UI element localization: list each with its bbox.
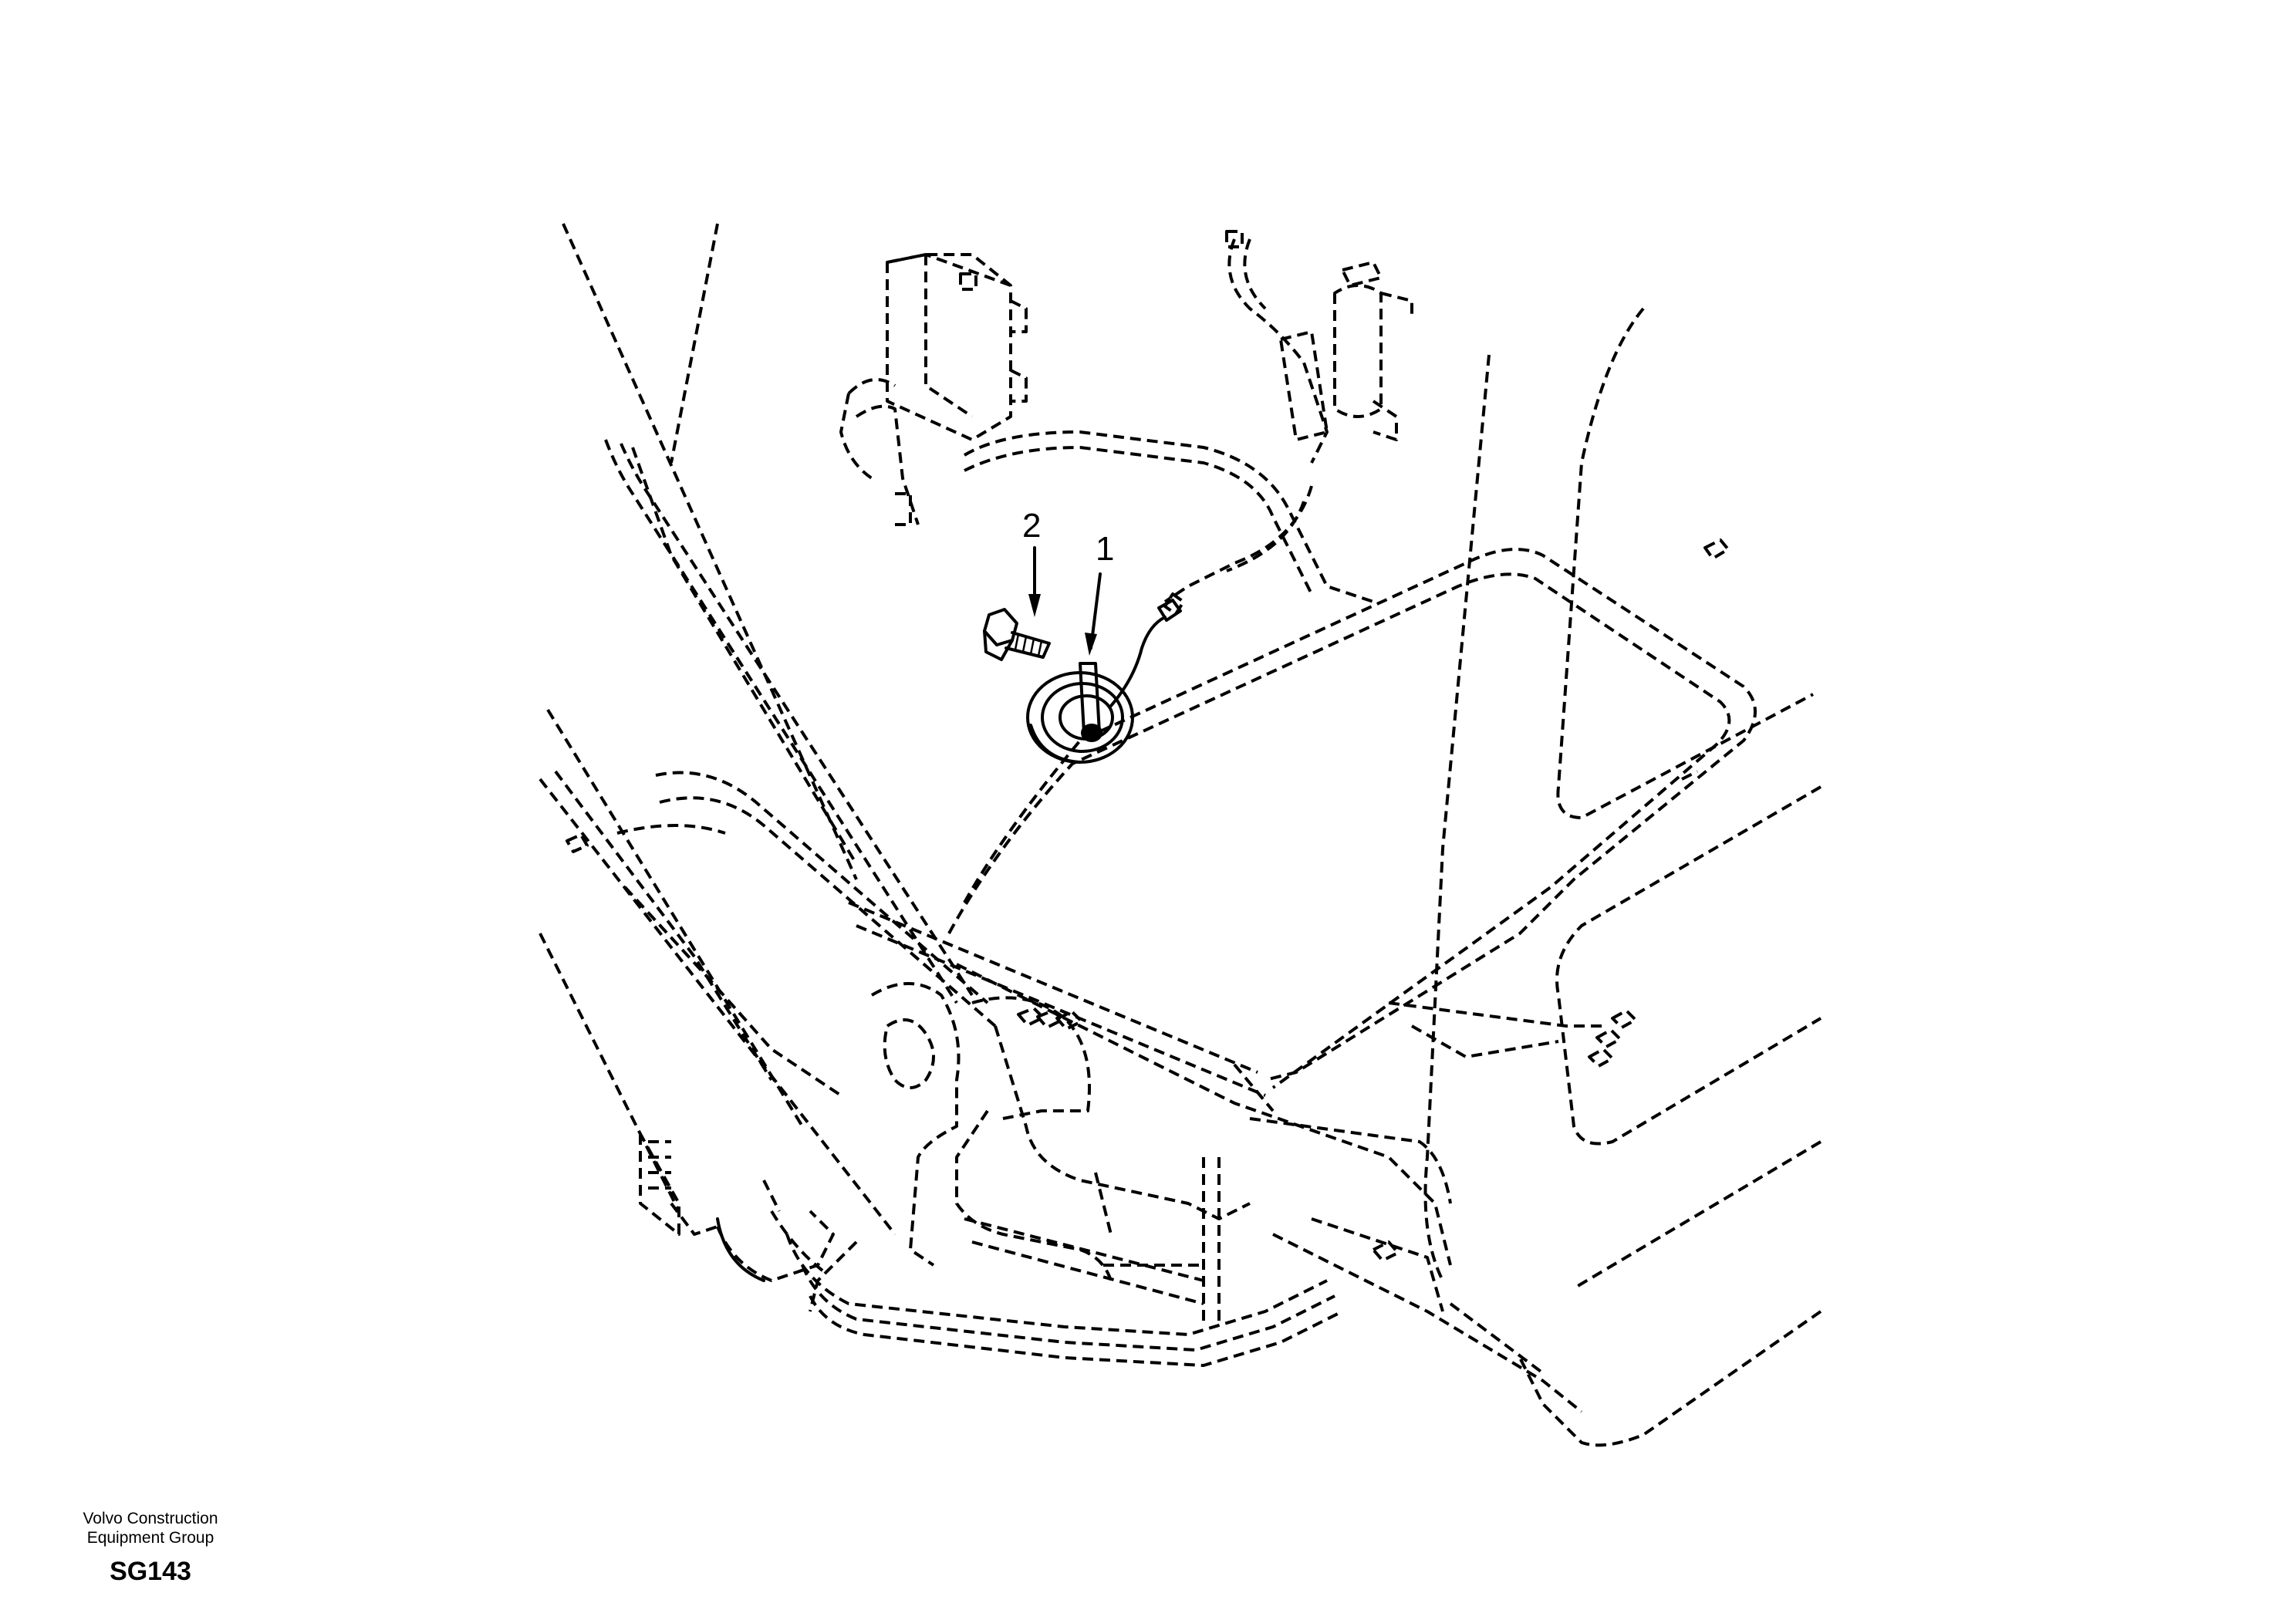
arrow-down-icon: [1028, 546, 1041, 617]
frame-outline: [1388, 307, 1822, 1447]
cylinder-base: [639, 1132, 835, 1282]
organization-name-line2: Equipment Group: [86, 1529, 214, 1547]
horn-icon: [1026, 599, 1182, 764]
relay-box: [839, 253, 1028, 526]
footer: Volvo Construction Equipment Group SG143: [46, 1509, 255, 1587]
callout-label-2: 2: [1022, 507, 1042, 545]
hose-routing: [848, 548, 1757, 1413]
arrow-down-icon: [1085, 572, 1102, 656]
organization-name-line1: Volvo Construction: [83, 1510, 218, 1527]
diagram-code: SG143: [110, 1557, 191, 1586]
screw-icon: [983, 608, 1051, 661]
accumulator: [1225, 230, 1413, 441]
callout-label-1: 1: [1096, 530, 1115, 568]
swing-frame: [770, 982, 1343, 1367]
horn-wiring: [963, 238, 1374, 616]
harness-connectors: [566, 538, 1730, 1262]
